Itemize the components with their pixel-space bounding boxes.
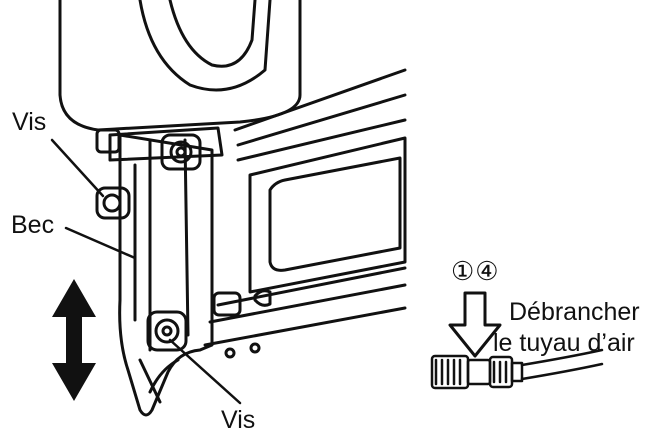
nose-plate [118, 133, 214, 417]
label-vis-top: Vis [12, 108, 47, 136]
screw-lower [146, 291, 242, 352]
label-disconnect-line2: le tuyau d’air [493, 329, 635, 357]
label-bec: Bec [11, 211, 55, 239]
screw-upper-left [95, 128, 131, 220]
double-vertical-arrow-icon [52, 279, 96, 401]
label-vis-bottom: Vis [221, 406, 256, 434]
down-arrow-outline-icon [448, 291, 502, 358]
leader-lines [50, 138, 242, 405]
magazine-rail [203, 68, 407, 359]
air-coupler-icon [430, 348, 604, 390]
screw-upper-right [160, 133, 202, 171]
step-numbers: ①④ [451, 256, 500, 286]
label-disconnect-line1: Débrancher [509, 298, 640, 326]
